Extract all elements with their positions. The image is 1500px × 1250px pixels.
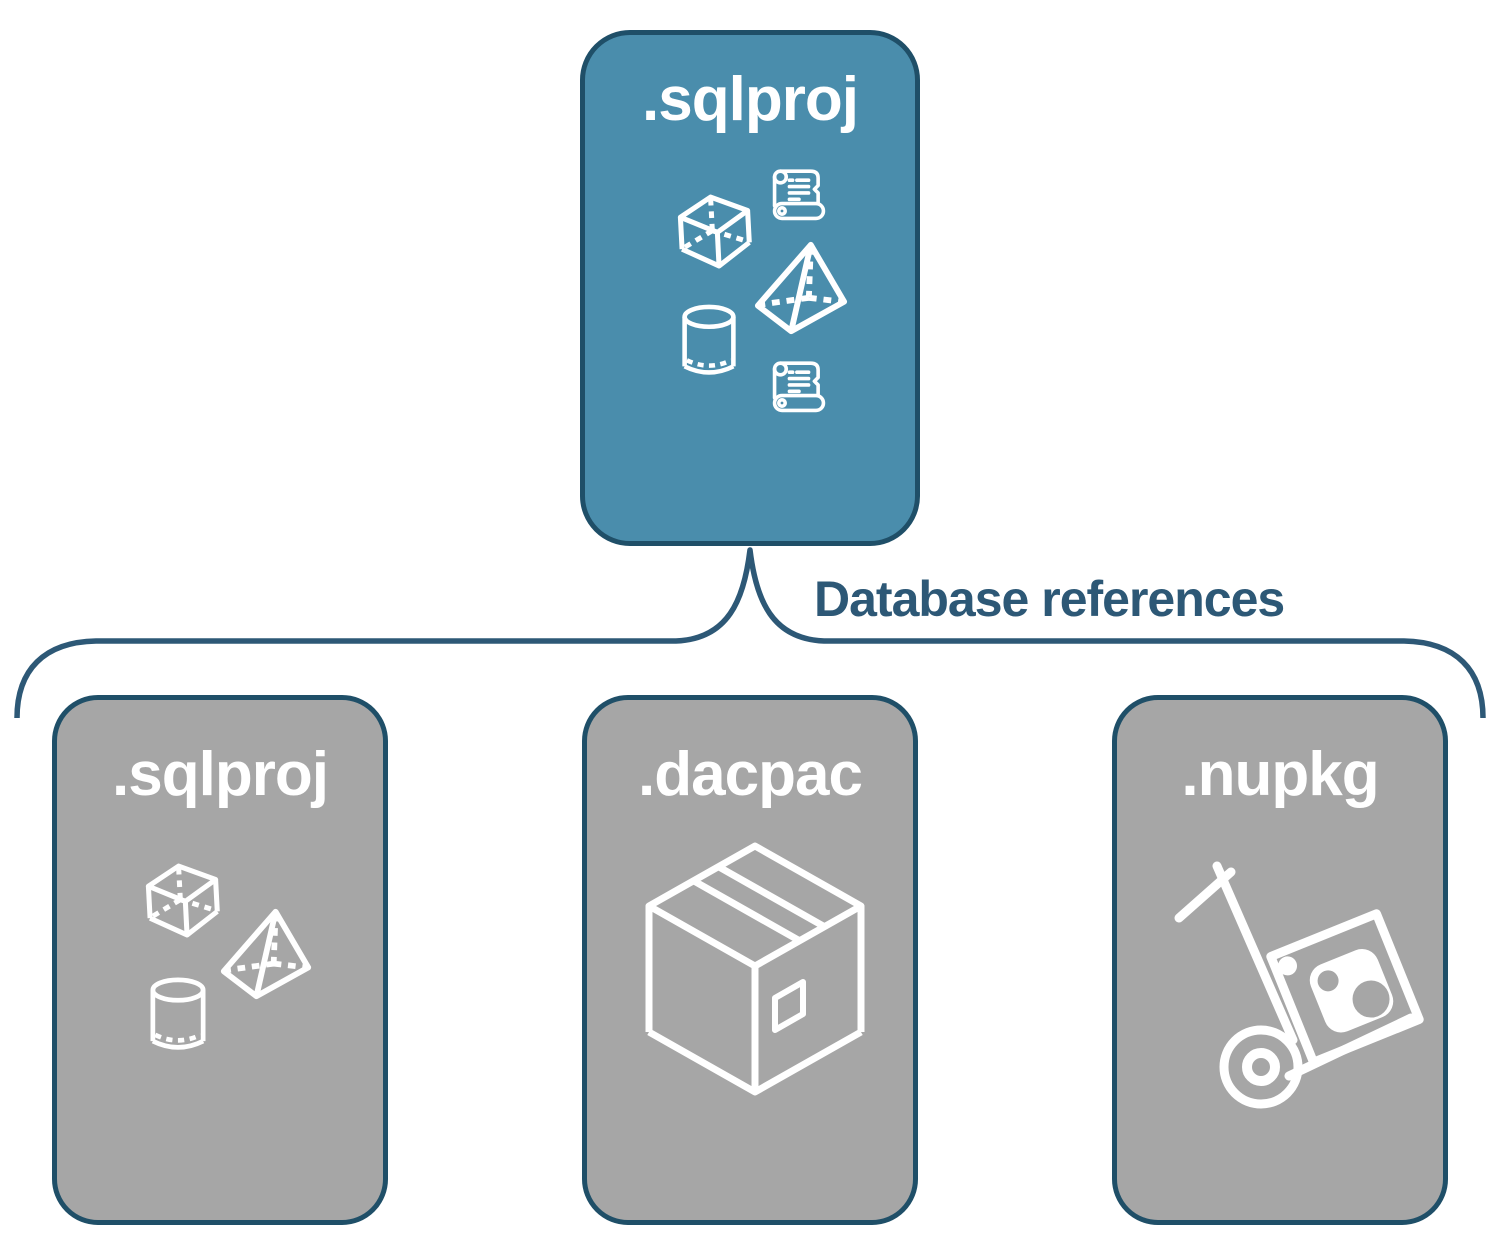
child-box-title: .nupkg xyxy=(1181,740,1379,809)
parent-box-sqlproj: .sqlproj xyxy=(580,30,920,546)
cube-icon xyxy=(677,194,752,269)
child-box-title: .sqlproj xyxy=(112,740,329,809)
pyramid-icon xyxy=(220,908,312,1000)
scroll-icon xyxy=(772,361,826,413)
package-box-icon xyxy=(645,842,865,1096)
parent-box-title: .sqlproj xyxy=(642,65,859,134)
child-box-sqlproj: .sqlproj xyxy=(52,695,388,1225)
cube-icon xyxy=(145,863,220,938)
child-box-title: .dacpac xyxy=(638,740,863,809)
cylinder-icon xyxy=(150,977,206,1050)
cylinder-icon xyxy=(682,304,736,375)
pyramid-icon xyxy=(754,241,848,335)
child-box-dacpac: .dacpac xyxy=(582,695,918,1225)
scroll-icon xyxy=(772,169,826,221)
child-box-nupkg: .nupkg xyxy=(1112,695,1448,1225)
connector-label: Database references xyxy=(814,571,1285,627)
nuget-hand-truck-icon xyxy=(1174,861,1424,1109)
